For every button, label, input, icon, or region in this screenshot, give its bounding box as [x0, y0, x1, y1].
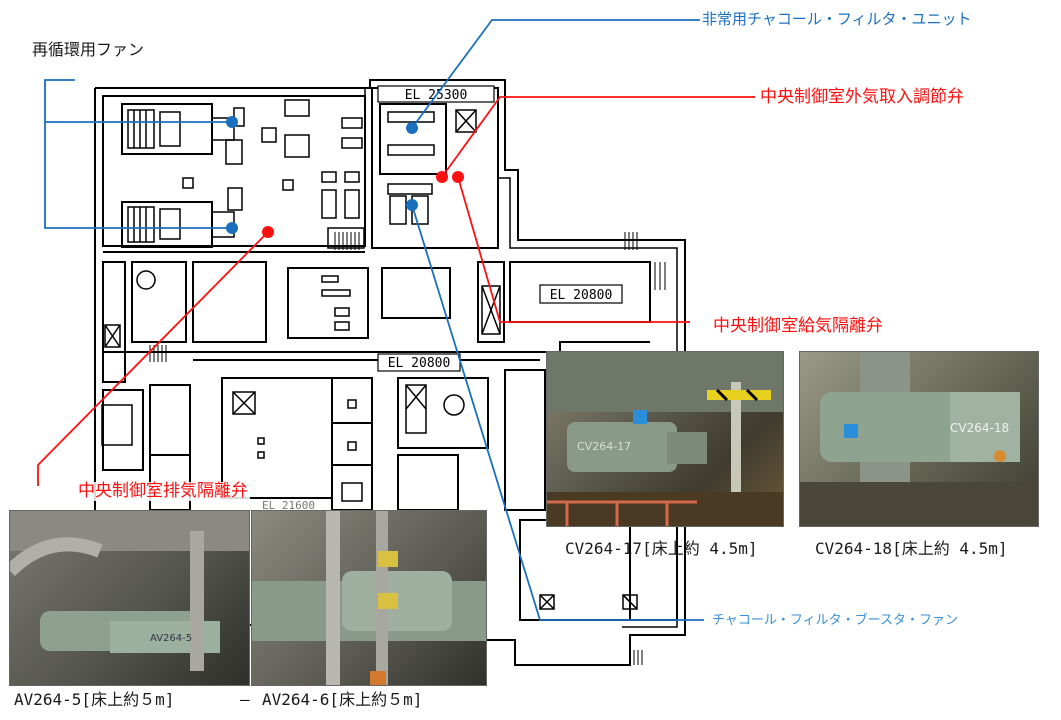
caption-av264-6: AV264-6[床上約５m]: [262, 690, 423, 709]
room-f: [477, 261, 505, 343]
photo-av264-6: [251, 510, 487, 686]
elevation-tag-20800-right: EL 20800: [550, 288, 613, 303]
photo-av264-6-illustration: [252, 511, 486, 685]
photo-cv264-18: CV264-18: [799, 351, 1039, 527]
photo-cv264-17: CV264-17: [546, 351, 784, 527]
leader-supply-isolation: [457, 176, 690, 323]
dot-exhaust-isolation: [262, 226, 274, 238]
photo-av264-5: AV264-5: [9, 510, 250, 686]
room-k: [221, 377, 333, 499]
leader-booster-fan: [411, 204, 704, 621]
label-charcoal-filter-unit: 非常用チャコール・フィルタ・ユニット: [702, 10, 972, 28]
elevation-tags: EL 25300 EL 20800 EL 20800: [377, 85, 623, 372]
leader-lines: [37, 19, 755, 621]
room-o: [397, 377, 489, 449]
room-r: [519, 519, 631, 621]
room-h: [102, 389, 144, 471]
label-outside-air-damper: 中央制御室外気取入調節弁: [760, 87, 964, 107]
photo-cv264-17-tag: CV264-17: [577, 440, 631, 453]
photo-av264-5-illustration: AV264-5: [10, 511, 249, 671]
label-exhaust-isolation-valve: 中央制御室排気隔離弁: [76, 481, 250, 501]
caption-separator: –: [240, 690, 250, 709]
room-q: [397, 454, 459, 511]
charcoal-filter-unit-shape: [379, 103, 447, 175]
photo-av264-5-tag: AV264-5: [150, 633, 192, 644]
room-m: [331, 422, 373, 466]
room-c: [192, 261, 267, 343]
dot-outside-air-damper: [436, 171, 448, 183]
photo-cv264-18-illustration: CV264-18: [800, 352, 1038, 526]
label-booster-fan: チャコール・フィルタ・ブースタ・ファン: [712, 613, 958, 628]
leader-outside-air-damper: [441, 96, 755, 178]
room-recirc-fan: [102, 95, 366, 247]
room-e: [381, 267, 451, 319]
dot-recirc-fan-2: [226, 222, 238, 234]
dot-charcoal-filter: [406, 122, 418, 134]
label-supply-isolation-valve: 中央制御室給気隔離弁: [713, 316, 883, 336]
elevation-tag-21600: EL 21600: [262, 499, 315, 512]
label-recirc-fan: 再循環用ファン: [32, 40, 145, 59]
room-i: [149, 384, 191, 456]
photo-cv264-17-illustration: CV264-17: [547, 352, 783, 526]
elevation-tag-20800-center: EL 20800: [388, 356, 451, 371]
leader-exhaust-isolation: [37, 231, 269, 486]
room-n: [331, 464, 373, 511]
dot-supply-isolation: [452, 171, 464, 183]
leader-recirc-fan: [44, 79, 232, 229]
equipment: [101, 99, 638, 610]
dot-booster-fan: [406, 199, 418, 211]
room-d: [287, 267, 369, 339]
room-p: [504, 369, 546, 511]
room-a: [102, 261, 126, 383]
dot-recirc-fan-1: [226, 116, 238, 128]
photo-cv264-18-tag: CV264-18: [950, 421, 1009, 435]
caption-cv264-17: CV264-17[床上約 4.5m]: [565, 539, 758, 558]
leader-charcoal-filter: [411, 19, 700, 129]
caption-cv264-18: CV264-18[床上約 4.5m]: [815, 539, 1008, 558]
marker-dots: [226, 116, 464, 238]
caption-av264-5: AV264-5[床上約５m]: [14, 690, 175, 709]
stairs: [149, 232, 666, 665]
